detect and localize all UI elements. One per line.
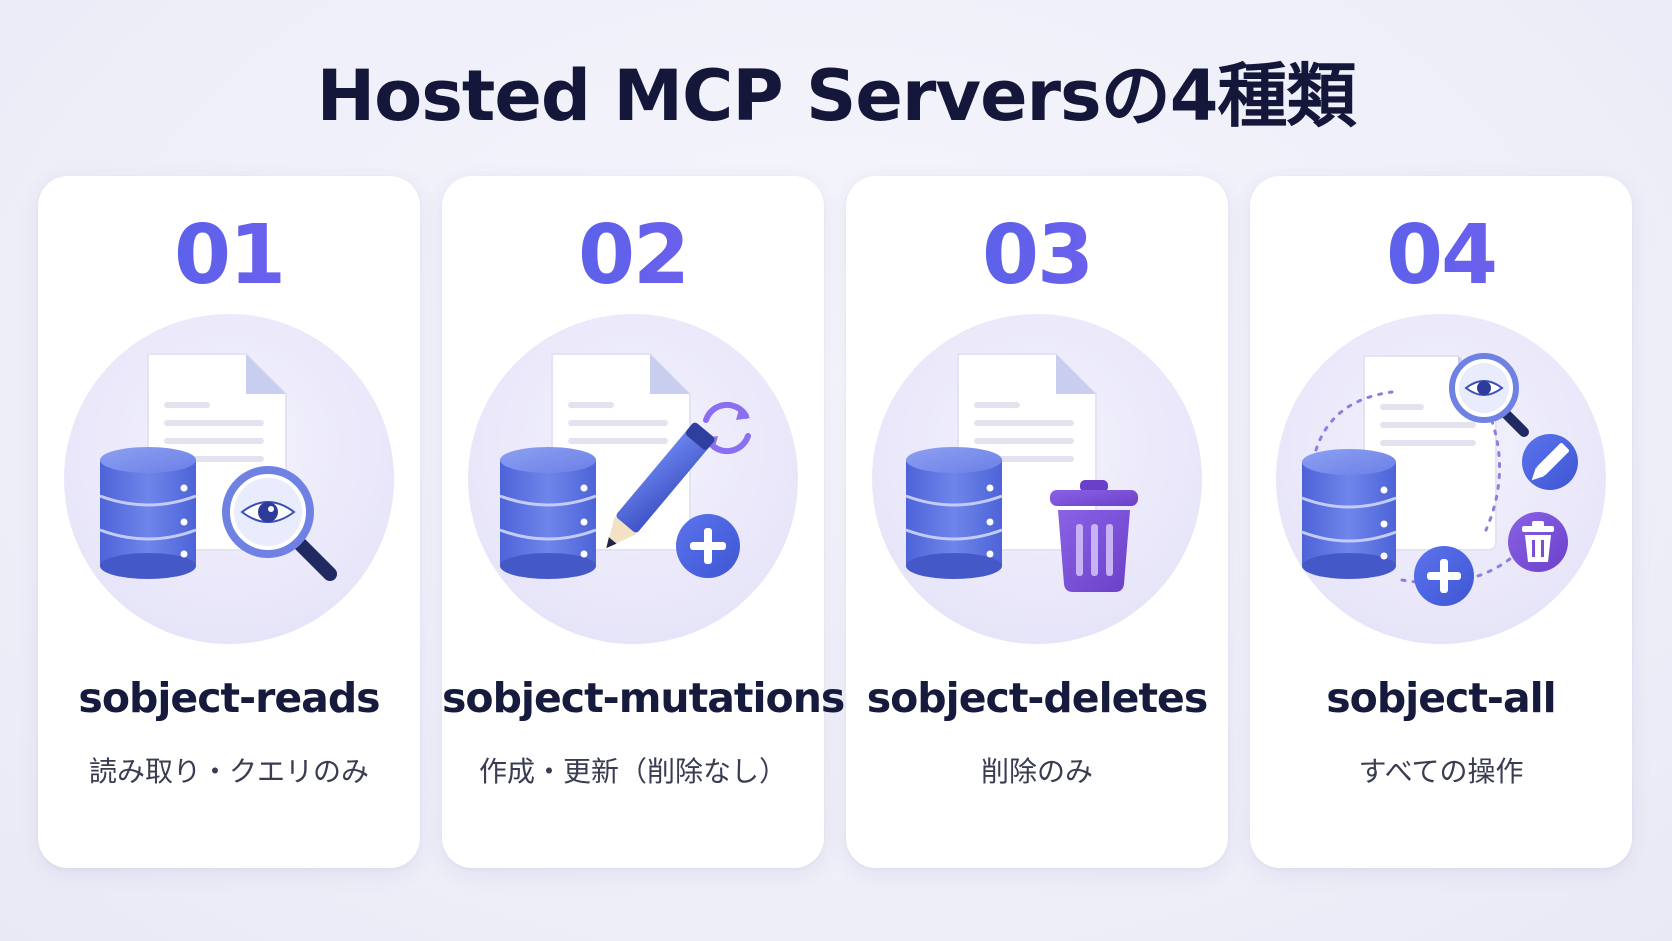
card-number: 01 bbox=[38, 206, 420, 306]
magnifier-eye-icon bbox=[1449, 353, 1529, 437]
database-icon bbox=[905, 447, 1003, 579]
illustration-mutations bbox=[464, 310, 802, 648]
card-sobject-all: 04 bbox=[1250, 176, 1632, 868]
card-description: すべての操作 bbox=[1358, 755, 1524, 788]
card-name: sobject-mutations bbox=[442, 674, 845, 722]
refresh-icon bbox=[703, 401, 751, 455]
plus-icon bbox=[1414, 546, 1474, 606]
page-title: Hosted MCP Serversの4種類 bbox=[316, 55, 1357, 137]
trash-icon bbox=[1508, 512, 1568, 572]
database-icon bbox=[499, 447, 597, 579]
illustration-all bbox=[1272, 310, 1610, 648]
database-icon bbox=[99, 447, 197, 579]
database-icon bbox=[1301, 449, 1397, 579]
card-sobject-deletes: 03 bbox=[846, 176, 1228, 868]
card-sobject-reads: 01 bbox=[38, 176, 420, 868]
card-number: 04 bbox=[1250, 206, 1632, 306]
card-description: 読み取り・クエリのみ bbox=[88, 755, 369, 788]
illustration-deletes bbox=[868, 310, 1206, 648]
illustration-reads bbox=[60, 310, 398, 648]
card-description: 作成・更新（削除なし） bbox=[478, 755, 787, 788]
card-name: sobject-deletes bbox=[866, 674, 1209, 722]
pencil-icon bbox=[1522, 434, 1578, 490]
magnifier-eye-icon bbox=[222, 466, 337, 581]
trash-icon bbox=[1050, 480, 1138, 592]
pencil-icon bbox=[606, 422, 715, 549]
card-description: 削除のみ bbox=[980, 755, 1093, 788]
plus-icon bbox=[676, 514, 740, 578]
server-type-cards: 01 bbox=[38, 176, 1634, 868]
card-name: sobject-reads bbox=[78, 674, 380, 722]
card-name: sobject-all bbox=[1326, 674, 1556, 722]
card-number: 03 bbox=[846, 206, 1228, 306]
card-sobject-mutations: 02 bbox=[442, 176, 845, 868]
card-number: 02 bbox=[442, 206, 824, 306]
